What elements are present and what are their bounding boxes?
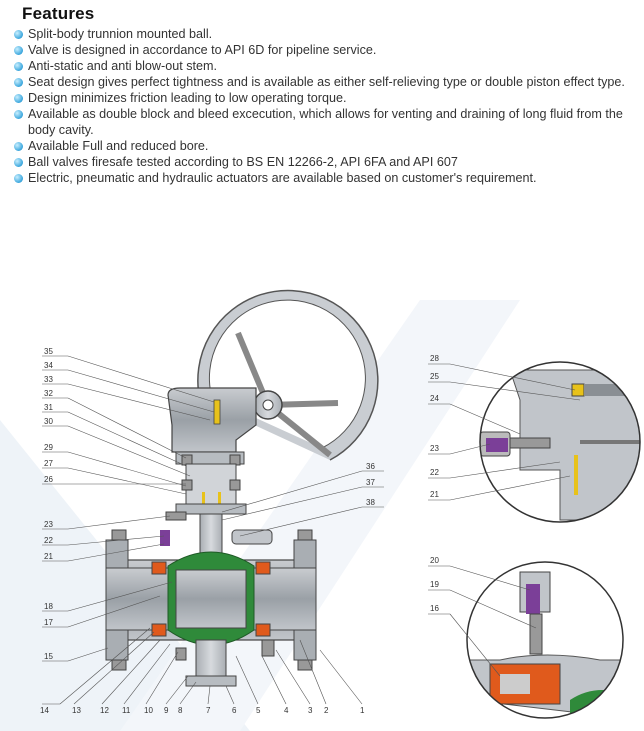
flange-bolt: [297, 529, 313, 541]
callout-16: 16: [430, 604, 439, 613]
callout-37: 37: [366, 478, 375, 487]
callout-32: 32: [44, 389, 53, 398]
flange-bolt: [297, 659, 313, 671]
callout-20: 20: [430, 556, 439, 565]
callout-31: 31: [44, 403, 53, 412]
features-section: Features Split-body trunnion mounted bal…: [14, 4, 634, 186]
callout-1: 1: [360, 706, 365, 715]
callout-25: 25: [430, 372, 439, 381]
callout-4: 4: [284, 706, 289, 715]
callout-34: 34: [44, 361, 53, 370]
callout-15: 15: [44, 652, 53, 661]
right-callouts: [221, 470, 384, 537]
feature-item: Anti-static and anti blow-out stem.: [14, 58, 634, 74]
callout-14: 14: [40, 706, 49, 715]
drain-valve: [175, 647, 187, 661]
callout-5: 5: [256, 706, 261, 715]
callout-9: 9: [164, 706, 169, 715]
feature-item: Ball valves firesafe tested according to…: [14, 154, 634, 170]
callout-19: 19: [430, 580, 439, 589]
bottom-callouts: [42, 627, 363, 705]
callout-28: 28: [430, 354, 439, 363]
sealant-injector: [165, 511, 187, 521]
feature-item: Available as double block and bleed exce…: [14, 106, 634, 138]
feature-item: Seat design gives perfect tightness and …: [14, 74, 634, 90]
callout-29: 29: [44, 443, 53, 452]
callout-21: 21: [44, 552, 53, 561]
callout-6: 6: [232, 706, 237, 715]
callout-38: 38: [366, 498, 375, 507]
callout-8: 8: [178, 706, 183, 715]
callout-26: 26: [44, 475, 53, 484]
feature-item: Valve is designed in accordance to API 6…: [14, 42, 634, 58]
features-heading: Features: [22, 4, 95, 23]
ball-bore: [175, 569, 247, 629]
callout-35: 35: [44, 347, 53, 356]
seat-ring: [151, 623, 167, 637]
detail-circle-top: [479, 361, 641, 523]
callout-10: 10: [144, 706, 153, 715]
seat-ring: [255, 623, 271, 637]
left-callout-numbers: 35 34 33 32 31 30 29 27 26 23 22 21 18 1…: [44, 347, 53, 661]
left-callouts: [42, 355, 215, 662]
detail-top-callouts: [428, 363, 581, 501]
callout-11: 11: [122, 706, 131, 715]
callout-18: 18: [44, 602, 53, 611]
callout-22: 22: [44, 536, 53, 545]
trunnion: [195, 639, 227, 677]
callout-7: 7: [206, 706, 211, 715]
callout-33: 33: [44, 375, 53, 384]
callout-22-detail: 22: [430, 468, 439, 477]
seat-ring: [151, 561, 167, 575]
callout-13: 13: [72, 706, 81, 715]
stem-seal: [218, 492, 221, 512]
callout-24: 24: [430, 394, 439, 403]
callout-12: 12: [100, 706, 109, 715]
bolt: [261, 639, 275, 657]
callout-3: 3: [308, 706, 313, 715]
bottom-cover: [185, 675, 237, 687]
callout-17: 17: [44, 618, 53, 627]
callout-23: 23: [44, 520, 53, 529]
feature-item: Split-body trunnion mounted ball.: [14, 26, 634, 42]
callout-2: 2: [324, 706, 329, 715]
sealant-injector-gland: [160, 530, 170, 546]
features-list: Split-body trunnion mounted ball. Valve …: [14, 26, 634, 186]
stem-seal: [202, 492, 205, 512]
callout-30: 30: [44, 417, 53, 426]
bottom-callout-numbers: 14 13 12 11 10 9 8 7 6 5 4 3 2 1: [40, 706, 365, 715]
callout-21-detail: 21: [430, 490, 439, 499]
callout-27: 27: [44, 459, 53, 468]
feature-item: Design minimizes friction leading to low…: [14, 90, 634, 106]
detail-circle-bottom: [466, 561, 624, 719]
flange-bolt: [111, 659, 127, 671]
callout-36: 36: [366, 462, 375, 471]
bolt: [229, 479, 241, 491]
callout-23-detail: 23: [430, 444, 439, 453]
feature-item: Electric, pneumatic and hydraulic actuat…: [14, 170, 634, 186]
seat-ring: [255, 561, 271, 575]
detail-bottom-callouts: [428, 565, 537, 677]
vent-valve: [231, 529, 273, 545]
feature-item: Available Full and reduced bore.: [14, 138, 634, 154]
